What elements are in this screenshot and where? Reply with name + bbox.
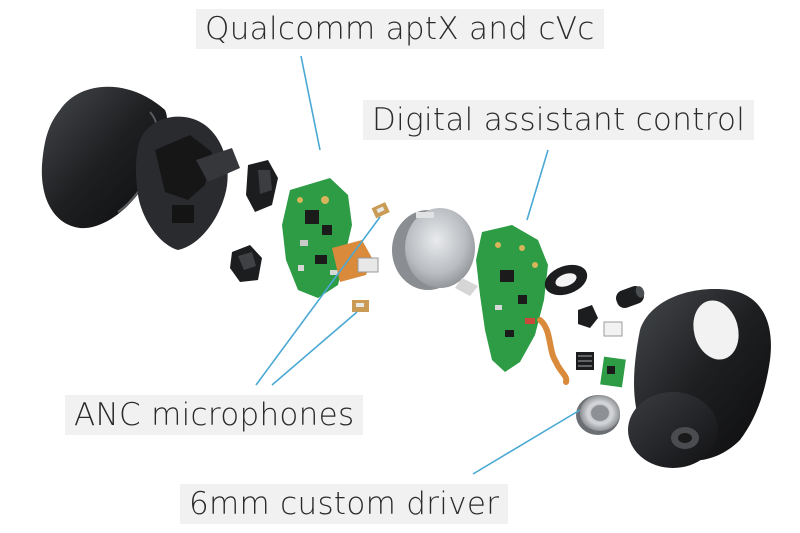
control-button [246,160,278,212]
leader-mic-2 [271,311,358,386]
striped-chip [576,352,594,370]
leader-mic-1 [255,216,381,386]
flex-cable [332,240,379,282]
small-bracket [578,305,598,328]
callout-assistant-control: Digital assistant control [363,100,755,140]
anc-microphone-1 [371,202,390,219]
front-shell-with-ear-tip [628,289,771,468]
callout-driver: 6mm custom driver [180,484,509,524]
leader-lines [255,55,581,475]
flex-connector [537,317,570,385]
inner-frame [135,116,240,250]
anc-microphone-2 [352,300,369,312]
callout-codec: Qualcomm aptX and cVc [196,9,604,49]
battery [392,208,478,296]
main-pcb [282,178,352,298]
white-block [603,321,623,337]
small-pcb [600,356,626,388]
mic-boot [230,245,262,282]
sensor-cap [616,286,645,308]
leader-codec [300,55,321,151]
leader-driver [472,409,581,475]
driver [576,395,620,435]
gasket-ring [544,264,588,296]
secondary-pcb [476,225,548,372]
callout-anc-microphones: ANC microphones [65,395,364,435]
leader-assistant [526,149,549,221]
